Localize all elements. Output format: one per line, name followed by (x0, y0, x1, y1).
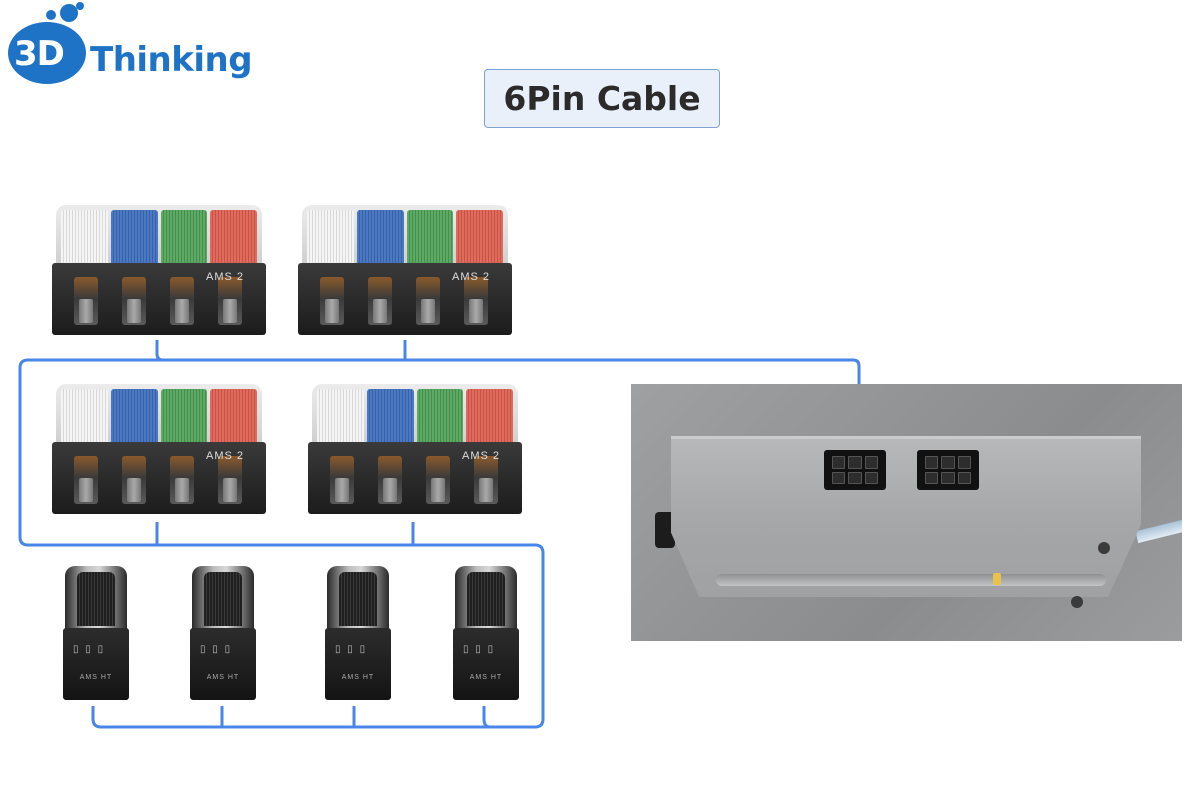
brand-logo: 3D Thinking (0, 0, 253, 95)
status-led (993, 573, 1001, 585)
ams-ht-unit-2: ▯ ▯ ▯ AMS HT (190, 566, 256, 700)
ams-ht-buttons: ▯ ▯ ▯ (335, 644, 368, 655)
ams-ht-unit-4: ▯ ▯ ▯ AMS HT (453, 566, 519, 700)
cable-bottom-row (91, 706, 492, 729)
bracket-slot (716, 574, 1106, 586)
six-pin-port-1 (824, 450, 886, 490)
ams2-label: AMS 2 (205, 271, 244, 283)
logo-circle (8, 22, 86, 84)
ams2-label: AMS 2 (451, 271, 490, 283)
ams-ht-unit-3: ▯ ▯ ▯ AMS HT (325, 566, 391, 700)
ams-ht-label: AMS HT (206, 674, 240, 681)
logo-mark: 3D (14, 34, 65, 74)
ams-ht-unit-1: ▯ ▯ ▯ AMS HT (63, 566, 129, 700)
ams-ht-buttons: ▯ ▯ ▯ (73, 644, 106, 655)
ams-ht-label: AMS HT (341, 674, 375, 681)
ams2-label: AMS 2 (205, 450, 244, 462)
ams2-unit-1: AMS 2 (52, 205, 266, 335)
screw-icon (1098, 542, 1110, 554)
screw-icon (1071, 596, 1083, 608)
cable-top-row (155, 340, 861, 392)
cable-left-loop (18, 358, 545, 729)
ams-ht-label: AMS HT (469, 674, 503, 681)
side-knob (655, 512, 675, 548)
ams2-unit-2: AMS 2 (298, 205, 512, 335)
ams2-unit-3: AMS 2 (52, 384, 266, 514)
ams-ht-label: AMS HT (79, 674, 113, 681)
ams2-unit-4: AMS 2 (308, 384, 522, 514)
logo-wordmark: Thinking (90, 40, 253, 80)
six-pin-port-2 (917, 450, 979, 490)
port-bracket (671, 436, 1141, 597)
page-title: 6Pin Cable (484, 69, 720, 128)
ams2-label: AMS 2 (461, 450, 500, 462)
ptfe-tube (1135, 516, 1182, 544)
ams-ht-buttons: ▯ ▯ ▯ (463, 644, 496, 655)
ams-ht-buttons: ▯ ▯ ▯ (200, 644, 233, 655)
printer-port-photo (631, 384, 1182, 641)
